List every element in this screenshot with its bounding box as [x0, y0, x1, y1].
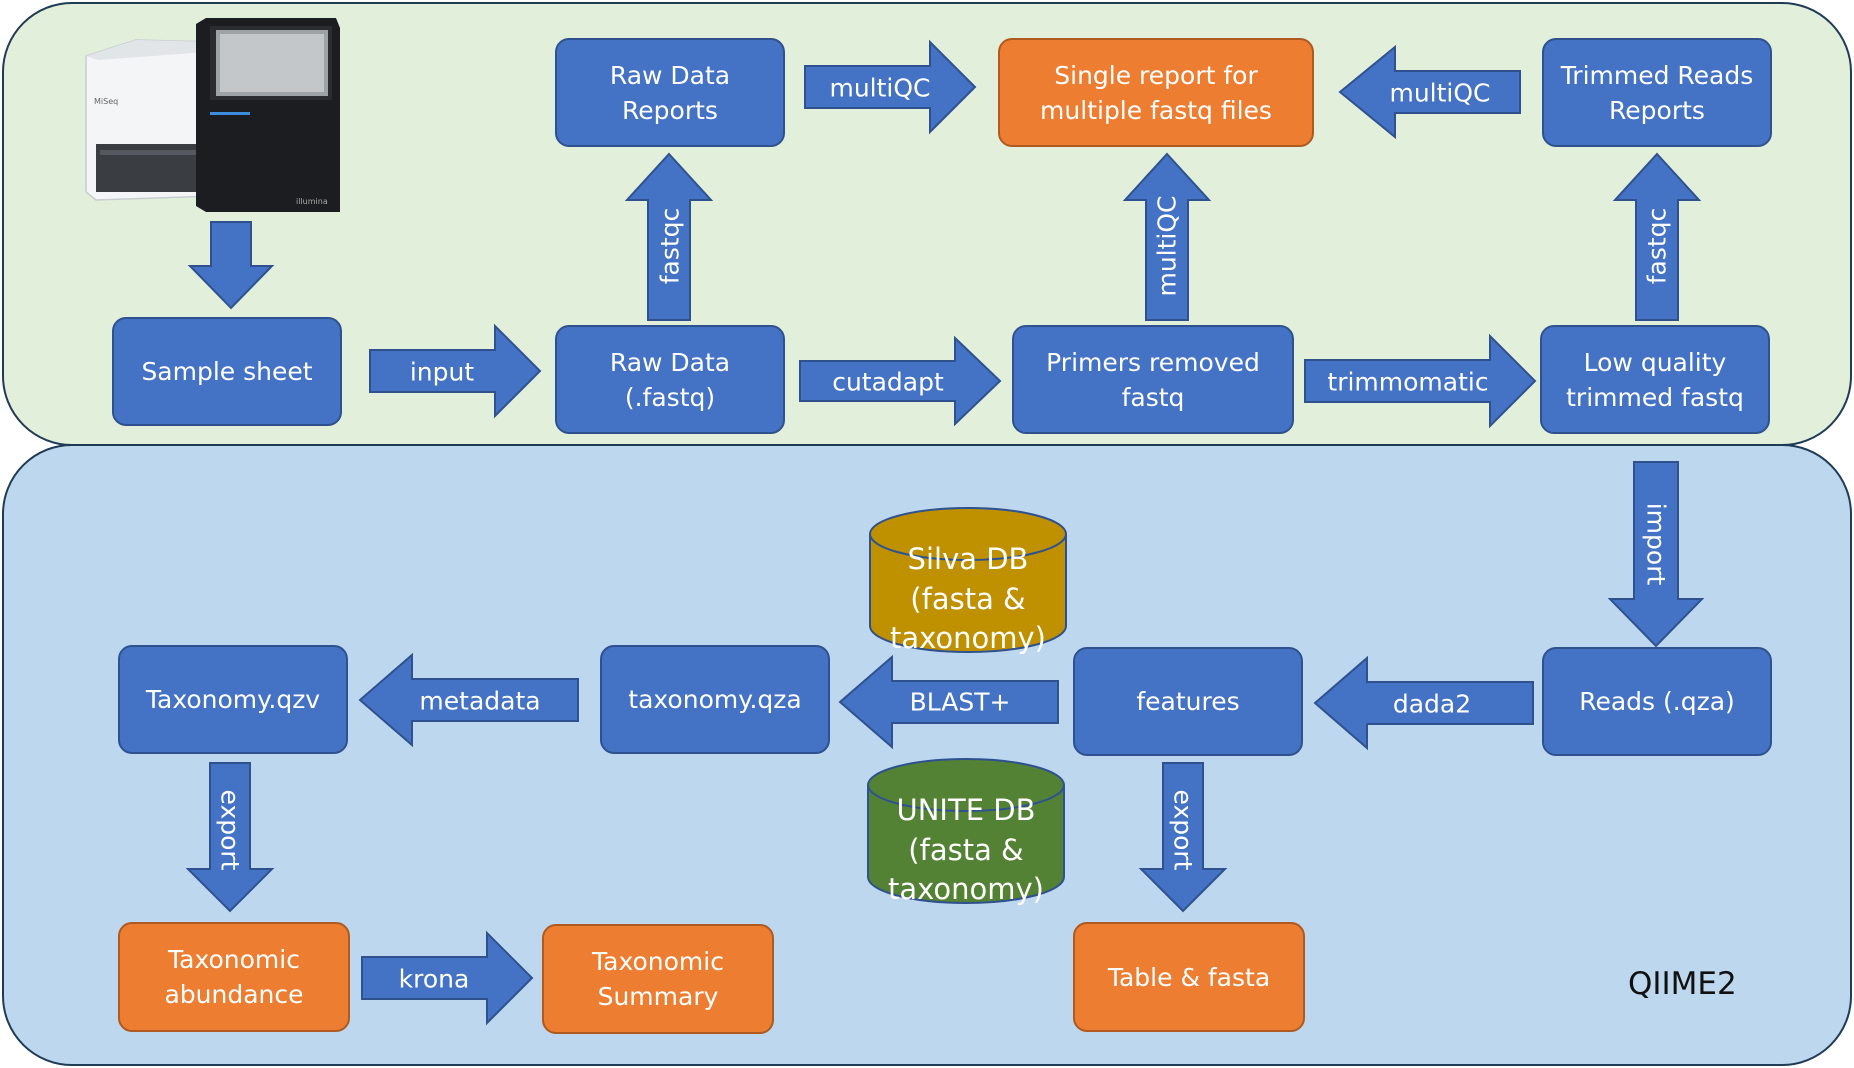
silva-db-label: Silva DB (fasta & taxonomy) — [889, 542, 1046, 656]
multiqc-right-arrow — [1338, 44, 1521, 140]
primers-removed-box: Primers removed fastq — [1012, 325, 1294, 434]
input-arrow — [369, 323, 542, 419]
multiqc-center-arrow-label: multiQC — [1152, 195, 1182, 297]
fastqc-left-arrow — [624, 152, 714, 321]
taxonomy-qzv-box: Taxonomy.qzv — [118, 645, 348, 754]
import-arrow — [1607, 461, 1705, 648]
input-arrow-label: input — [409, 357, 475, 387]
export-left-arrow — [185, 762, 275, 913]
dada2-arrow — [1313, 655, 1534, 751]
blast-arrow-label: BLAST+ — [909, 687, 1011, 717]
reads-qza-box: Reads (.qza) — [1542, 647, 1772, 756]
multiqc-right-arrow-label: multiQC — [1389, 78, 1491, 108]
trimmomatic-arrow — [1304, 333, 1537, 429]
export-right-arrow-label: export — [1168, 789, 1198, 871]
trimmed-reads-reports-box: Trimmed Reads Reports — [1542, 38, 1772, 147]
svg-text:MiSeq: MiSeq — [94, 97, 118, 106]
blast-arrow — [838, 654, 1059, 750]
multiqc-left-arrow — [804, 39, 977, 135]
raw-data-fastq-box: Raw Data (.fastq) — [555, 325, 785, 434]
dada2-arrow-label: dada2 — [1392, 689, 1472, 719]
krona-arrow-label: krona — [398, 964, 470, 994]
features-box: features — [1073, 647, 1303, 756]
multiqc-left-arrow-label: multiQC — [829, 73, 931, 103]
svg-text:illumina: illumina — [296, 197, 328, 206]
fastqc-right-arrow — [1612, 152, 1702, 321]
miseq-instrument-image: MiSeq illumina — [78, 16, 344, 214]
single-report-box: Single report for multiple fastq files — [998, 38, 1314, 147]
instrument-down-arrow — [187, 221, 275, 310]
unite-db-cylinder: UNITE DB (fasta & taxonomy) — [866, 757, 1066, 906]
taxonomy-qza-box: taxonomy.qza — [600, 645, 830, 754]
taxonomic-abundance-box: Taxonomic abundance — [118, 922, 350, 1032]
cutadapt-arrow-label: cutadapt — [832, 367, 944, 397]
fastqc-right-arrow-label: fastqc — [1642, 207, 1672, 285]
fastqc-left-arrow-label: fastqc — [655, 207, 685, 285]
taxonomic-summary-box: Taxonomic Summary — [542, 924, 774, 1034]
metadata-arrow-label: metadata — [419, 686, 541, 716]
qiime2-label: QIIME2 — [1628, 966, 1737, 1002]
export-right-arrow — [1138, 762, 1228, 913]
low-quality-trimmed-box: Low quality trimmed fastq — [1540, 325, 1770, 434]
raw-data-reports-box: Raw Data Reports — [555, 38, 785, 147]
multiqc-center-arrow — [1122, 152, 1212, 321]
unite-db-label: UNITE DB (fasta & taxonomy) — [887, 793, 1044, 907]
trimmomatic-arrow-label: trimmomatic — [1327, 367, 1489, 397]
import-arrow-label: import — [1641, 502, 1671, 586]
silva-db-cylinder: Silva DB (fasta & taxonomy) — [868, 506, 1068, 655]
export-left-arrow-label: export — [215, 789, 245, 871]
table-fasta-box: Table & fasta — [1073, 922, 1305, 1032]
sample-sheet-box: Sample sheet — [112, 317, 342, 426]
metadata-arrow — [358, 652, 579, 748]
krona-arrow — [361, 930, 534, 1026]
cutadapt-arrow — [799, 335, 1002, 427]
